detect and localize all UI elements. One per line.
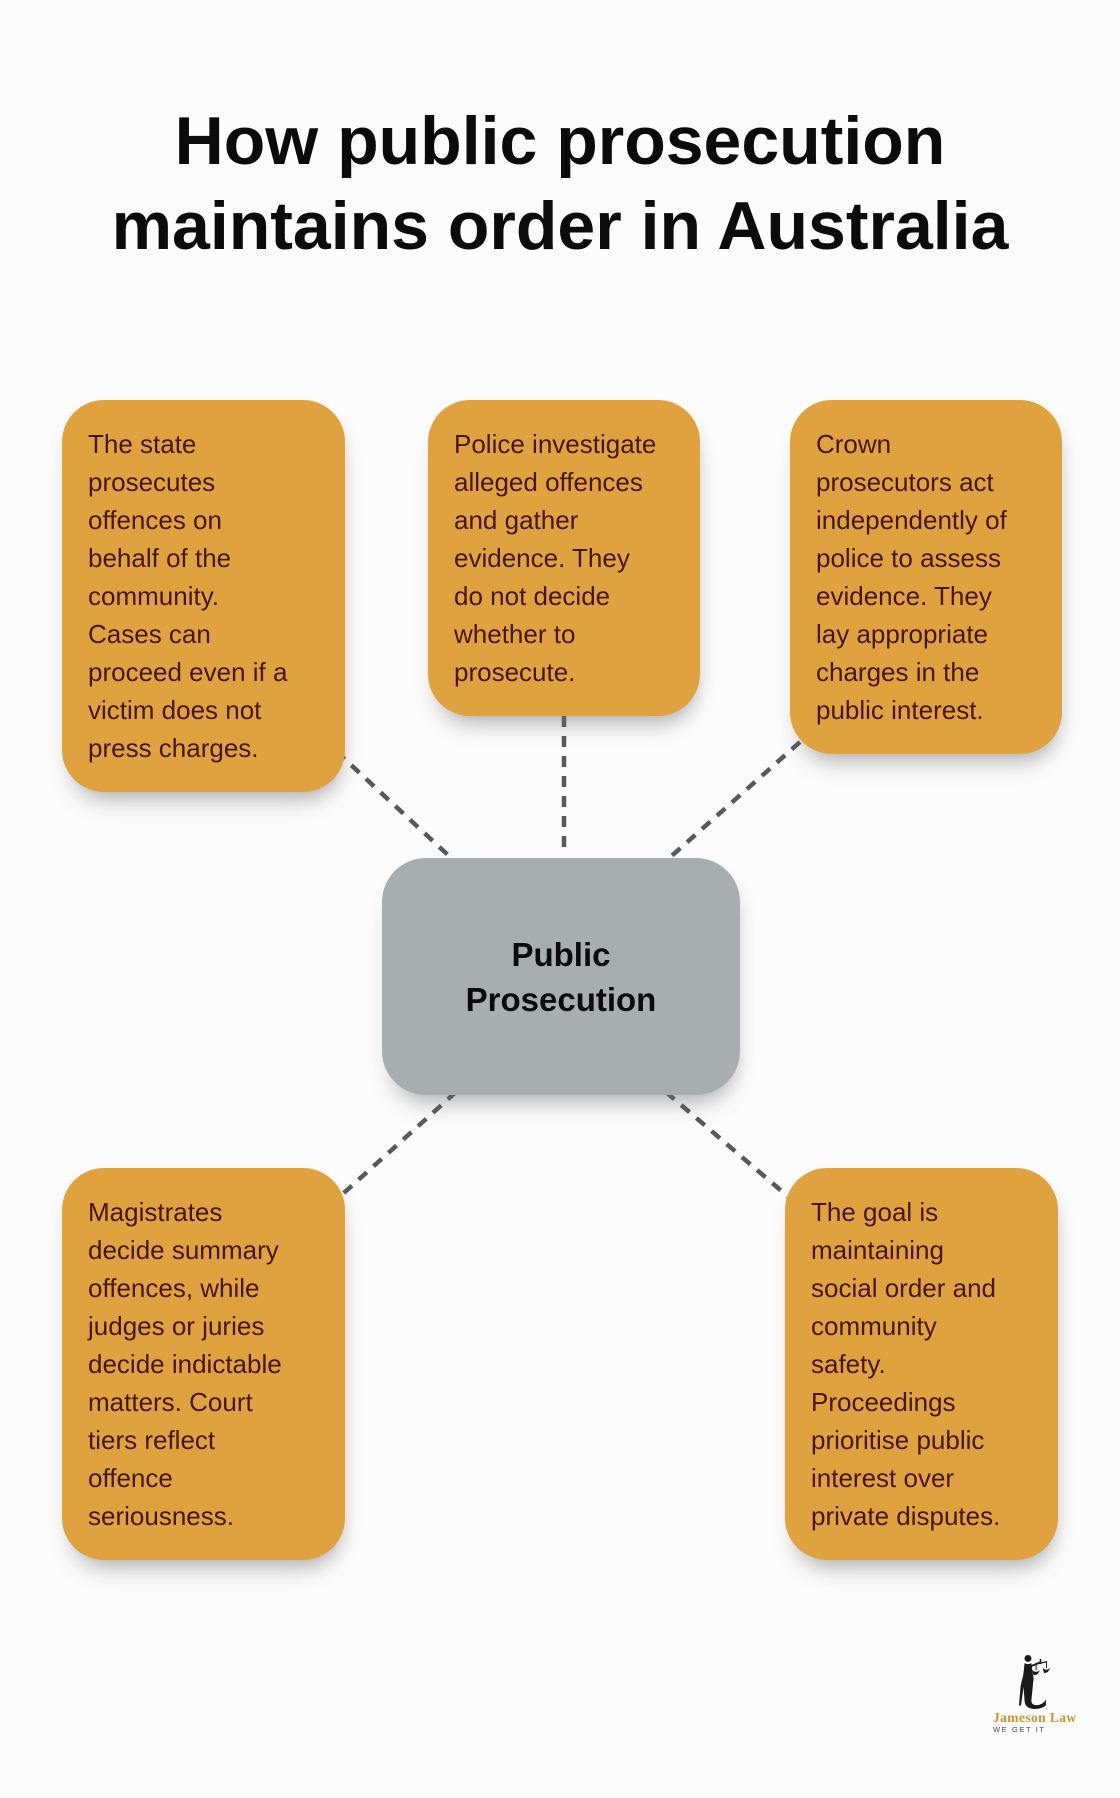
node-public-prosecution-center: Public Prosecution (382, 858, 740, 1095)
node-text: Crown prosecutors act independently of p… (816, 429, 1007, 725)
connector-center-to-botright (664, 1090, 794, 1202)
logo-name: Jameson Law (993, 1710, 1077, 1725)
node-state-prosecutes: The state prosecutes offences on behalf … (62, 400, 345, 792)
node-police-investigate: Police investigate alleged offences and … (428, 400, 700, 716)
node-text: The state prosecutes offences on behalf … (88, 429, 288, 763)
node-text: Magistrates decide summary offences, whi… (88, 1197, 282, 1531)
node-text: Police investigate alleged offences and … (454, 429, 657, 687)
connector-center-to-botleft (334, 1090, 458, 1202)
jameson-law-logo: Jameson Law WE GET IT (993, 1654, 1085, 1735)
node-text: The goal is maintaining social order and… (811, 1197, 1001, 1531)
center-node-label: Public Prosecution (465, 935, 657, 1018)
page-title: How public prosecution maintains order i… (111, 103, 1009, 264)
node-goal-social-order: The goal is maintaining social order and… (785, 1168, 1058, 1560)
lady-justice-icon (1019, 1655, 1051, 1709)
node-court-tiers: Magistrates decide summary offences, whi… (62, 1168, 345, 1560)
node-crown-prosecutors: Crown prosecutors act independently of p… (790, 400, 1062, 754)
logo-tagline: WE GET IT (993, 1725, 1046, 1734)
connector-topright-to-center (656, 740, 802, 870)
